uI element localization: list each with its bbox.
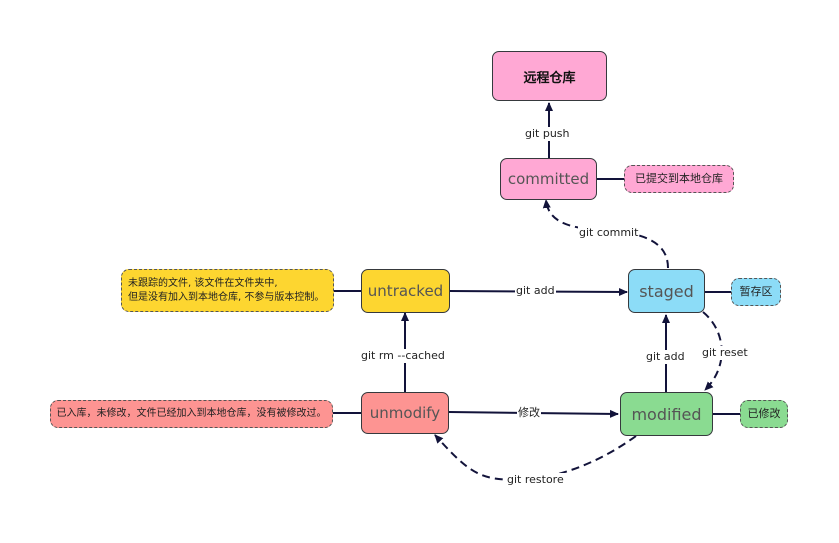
node-committed[interactable]: committed [500,158,597,200]
note-untracked-line1: 未跟踪的文件, 该文件在文件夹中, [128,277,278,289]
note-staged: 暂存区 [731,278,781,306]
note-untracked-line2: 但是没有加入到本地仓库, 不参与版本控制。 [128,291,325,303]
node-unmodify[interactable]: unmodify [361,392,449,434]
label-git-add-untracked: git add [515,284,556,298]
label-modify: 修改 [517,406,541,420]
label-git-add-modified: git add [645,350,686,364]
node-remote-repository[interactable]: 远程仓库 [492,51,607,101]
edge-git-restore [434,434,637,482]
node-modified[interactable]: modified [620,392,713,436]
edge-git-commit [542,199,669,269]
note-untracked: 未跟踪的文件, 该文件在文件夹中, 但是没有加入到本地仓库, 不参与版本控制。 [121,269,334,312]
label-git-restore: git restore [506,473,565,487]
note-unmodify: 已入库，未修改，文件已经加入到本地仓库，没有被修改过。 [50,400,333,428]
node-staged[interactable]: staged [628,269,705,313]
note-committed: 已提交到本地仓库 [624,165,734,193]
node-untracked[interactable]: untracked [361,269,450,313]
label-git-commit: git commit [578,226,640,240]
note-modified: 已修改 [740,400,788,428]
label-git-push: git push [524,127,571,141]
label-git-reset: git reset [701,346,749,360]
label-git-rm-cached: git rm --cached [360,349,446,363]
